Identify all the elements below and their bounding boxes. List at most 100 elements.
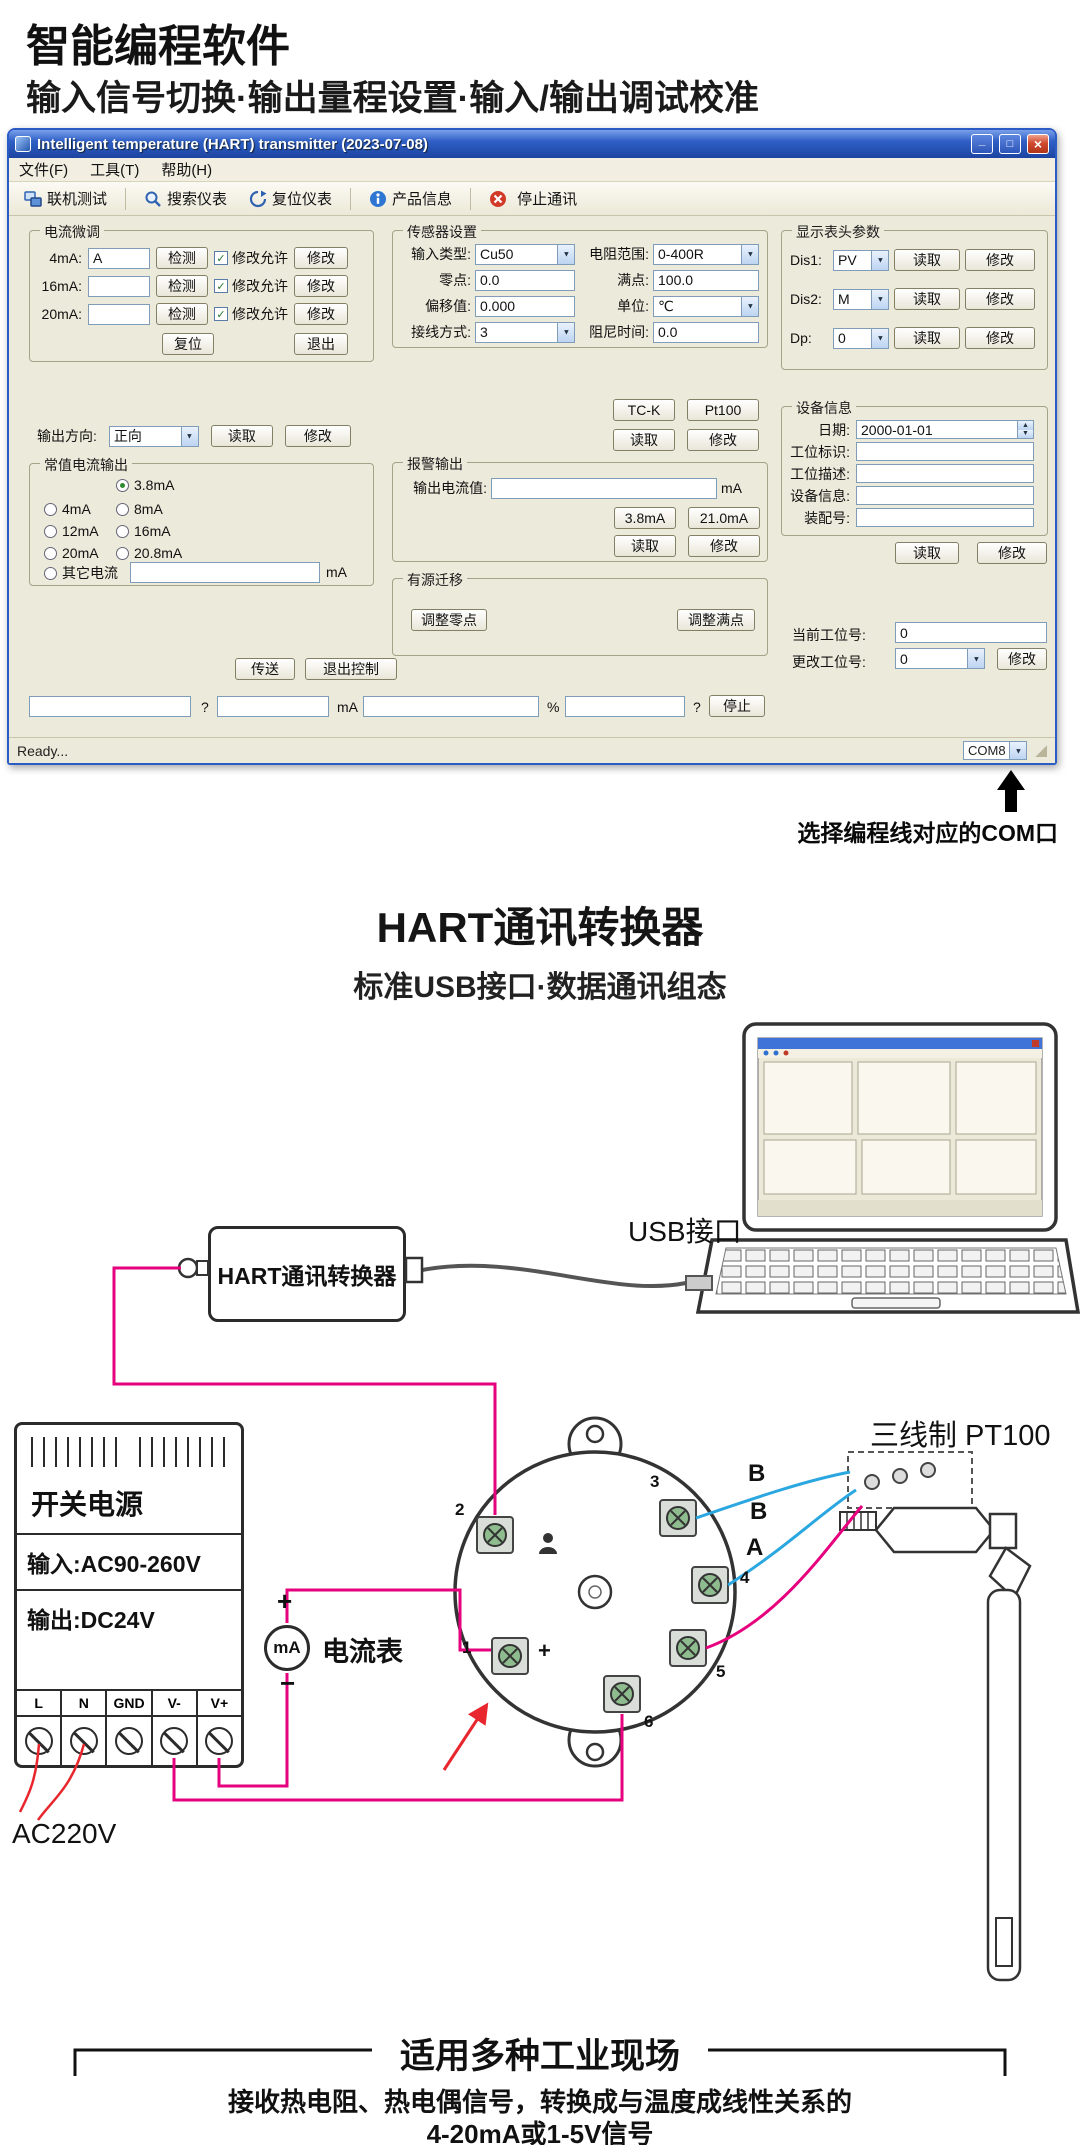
send-button[interactable]: 传送 xyxy=(235,658,295,680)
trim-20ma-modify-button[interactable]: 修改 xyxy=(294,303,348,325)
resize-grip[interactable] xyxy=(1034,744,1047,757)
dis2-modify-button[interactable]: 修改 xyxy=(965,288,1035,310)
toolbar-stop-comm-button[interactable]: 停止通讯 xyxy=(482,185,584,212)
trim-4ma-input[interactable]: A xyxy=(88,247,150,269)
spinner-arrows-icon[interactable] xyxy=(1017,421,1033,438)
dp-select[interactable]: 0 xyxy=(833,327,889,349)
app-window: Intelligent temperature (HART) transmitt… xyxy=(7,128,1057,765)
assembly-no-input[interactable] xyxy=(856,508,1034,527)
const-16ma-radio[interactable]: 16mA xyxy=(116,522,171,540)
trim-4ma-detect-button[interactable]: 检测 xyxy=(156,247,208,269)
dropdown-arrow-icon xyxy=(1009,742,1026,759)
change-station-modify-button[interactable]: 修改 xyxy=(997,648,1047,670)
dis2-select[interactable]: M xyxy=(833,288,889,310)
io-input-3[interactable] xyxy=(363,696,539,717)
device-info-input[interactable] xyxy=(856,486,1034,505)
group-display-params: 显示表头参数 Dis1: PV 读取 修改 Dis2: M 读取 修改 Dp: … xyxy=(781,222,1048,370)
io-input-4[interactable] xyxy=(565,696,685,717)
adjust-zero-button[interactable]: 调整零点 xyxy=(411,609,487,631)
dis1-modify-button[interactable]: 修改 xyxy=(965,249,1035,271)
trim-4ma-modify-button[interactable]: 修改 xyxy=(294,247,348,269)
laptop xyxy=(695,1022,1080,1314)
close-button[interactable] xyxy=(1027,134,1049,154)
const-3.8ma-radio[interactable]: 3.8mA xyxy=(116,476,174,494)
change-station-select[interactable]: 0 xyxy=(895,648,985,669)
device-modify-button[interactable]: 修改 xyxy=(977,542,1047,564)
alarm-read-button[interactable]: 读取 xyxy=(614,535,676,557)
alarm-high-button[interactable]: 21.0mA xyxy=(688,507,760,529)
menu-file[interactable]: 文件(F) xyxy=(19,162,69,179)
wiring-mode-select[interactable]: 3 xyxy=(475,321,575,343)
date-spinner[interactable]: 2000-01-01 xyxy=(856,420,1034,439)
dis1-read-button[interactable]: 读取 xyxy=(894,249,960,271)
group-alarm-output: 报警输出 输出电流值: mA 3.8mA 21.0mA 读取 修改 xyxy=(392,454,768,562)
menu-help[interactable]: 帮助(H) xyxy=(161,162,213,179)
dis2-read-button[interactable]: 读取 xyxy=(894,288,960,310)
trim-16ma-modify-button[interactable]: 修改 xyxy=(294,275,348,297)
direction-modify-button[interactable]: 修改 xyxy=(284,425,351,447)
com-port-select[interactable]: COM8 xyxy=(963,741,1027,760)
pt100-label: 三线制 PT100 xyxy=(870,1420,1051,1452)
direction-read-button[interactable]: 读取 xyxy=(210,425,273,447)
toolbar-reset-button[interactable]: 复位仪表 xyxy=(242,185,339,212)
minimize-button[interactable] xyxy=(971,134,993,154)
const-20ma-radio[interactable]: 20mA xyxy=(44,544,99,562)
trim-reset-button[interactable]: 复位 xyxy=(162,333,214,355)
damping-input[interactable]: 0.0 xyxy=(653,321,759,343)
stop-button[interactable]: 停止 xyxy=(709,695,765,717)
exit-control-button[interactable]: 退出控制 xyxy=(305,658,397,680)
checkbox-check-icon xyxy=(214,307,228,321)
const-other-input[interactable] xyxy=(130,562,320,583)
unit-select[interactable]: ℃ xyxy=(653,295,759,317)
const-other-radio[interactable]: 其它电流 xyxy=(44,564,118,582)
menu-tools[interactable]: 工具(T) xyxy=(90,162,140,179)
group-sensor-settings: 传感器设置 输入类型: Cu50 电阻范围: 0-400R 零点: 0.0 满点… xyxy=(392,222,768,348)
device-read-button[interactable]: 读取 xyxy=(895,542,959,564)
maximize-button[interactable] xyxy=(999,134,1021,154)
sensor-read-button[interactable]: 读取 xyxy=(613,429,675,451)
offset-input[interactable]: 0.000 xyxy=(475,295,575,317)
window-titlebar[interactable]: Intelligent temperature (HART) transmitt… xyxy=(9,130,1055,158)
trim-16ma-input[interactable] xyxy=(88,275,150,297)
alarm-modify-button[interactable]: 修改 xyxy=(688,535,760,557)
alarm-current-input[interactable] xyxy=(491,477,717,499)
dropdown-arrow-icon xyxy=(967,649,984,668)
const-8ma-radio[interactable]: 8mA xyxy=(116,500,163,518)
input-type-select[interactable]: Cu50 xyxy=(475,243,575,265)
trim-16ma-detect-button[interactable]: 检测 xyxy=(156,275,208,297)
const-12ma-radio[interactable]: 12mA xyxy=(44,522,99,540)
dp-read-button[interactable]: 读取 xyxy=(894,327,960,349)
pt100-button[interactable]: Pt100 xyxy=(687,399,759,421)
const-4ma-radio[interactable]: 4mA xyxy=(44,500,91,518)
dis1-select[interactable]: PV xyxy=(833,249,889,271)
group-device-info: 设备信息 日期: 2000-01-01 工位标识: 工位描述: 设备信息: xyxy=(781,398,1048,536)
trim-20ma-allow-checkbox[interactable]: 修改允许 xyxy=(214,304,288,324)
current-station-input[interactable]: 0 xyxy=(895,622,1047,643)
toolbar-search-button[interactable]: 搜索仪表 xyxy=(137,185,234,212)
toolbar-product-info-button[interactable]: 产品信息 xyxy=(362,185,459,212)
output-direction-label: 输出方向: xyxy=(37,428,97,444)
sensor-modify-button[interactable]: 修改 xyxy=(687,429,759,451)
zero-input[interactable]: 0.0 xyxy=(475,269,575,291)
station-id-input[interactable] xyxy=(856,442,1034,461)
radio-dot-icon xyxy=(44,546,57,560)
toolbar-label: 联机测试 xyxy=(47,191,108,208)
resistance-range-select[interactable]: 0-400R xyxy=(653,243,759,265)
meter-label: 电流表 xyxy=(322,1637,403,1667)
adjust-full-button[interactable]: 调整满点 xyxy=(677,609,755,631)
trim-exit-button[interactable]: 退出 xyxy=(294,333,348,355)
trim-16ma-allow-checkbox[interactable]: 修改允许 xyxy=(214,276,288,296)
trim-20ma-detect-button[interactable]: 检测 xyxy=(156,303,208,325)
const-20.8ma-radio[interactable]: 20.8mA xyxy=(116,544,182,562)
output-direction-select[interactable]: 正向 xyxy=(108,425,199,447)
trim-20ma-input[interactable] xyxy=(88,303,150,325)
io-input-2[interactable] xyxy=(217,696,329,717)
full-scale-input[interactable]: 100.0 xyxy=(653,269,759,291)
alarm-low-button[interactable]: 3.8mA xyxy=(614,507,676,529)
tck-button[interactable]: TC-K xyxy=(613,399,675,421)
io-input-1[interactable] xyxy=(29,696,191,717)
toolbar-online-test-button[interactable]: 联机测试 xyxy=(17,185,114,212)
station-desc-input[interactable] xyxy=(856,464,1034,483)
trim-4ma-allow-checkbox[interactable]: 修改允许 xyxy=(214,248,288,268)
dp-modify-button[interactable]: 修改 xyxy=(965,327,1035,349)
